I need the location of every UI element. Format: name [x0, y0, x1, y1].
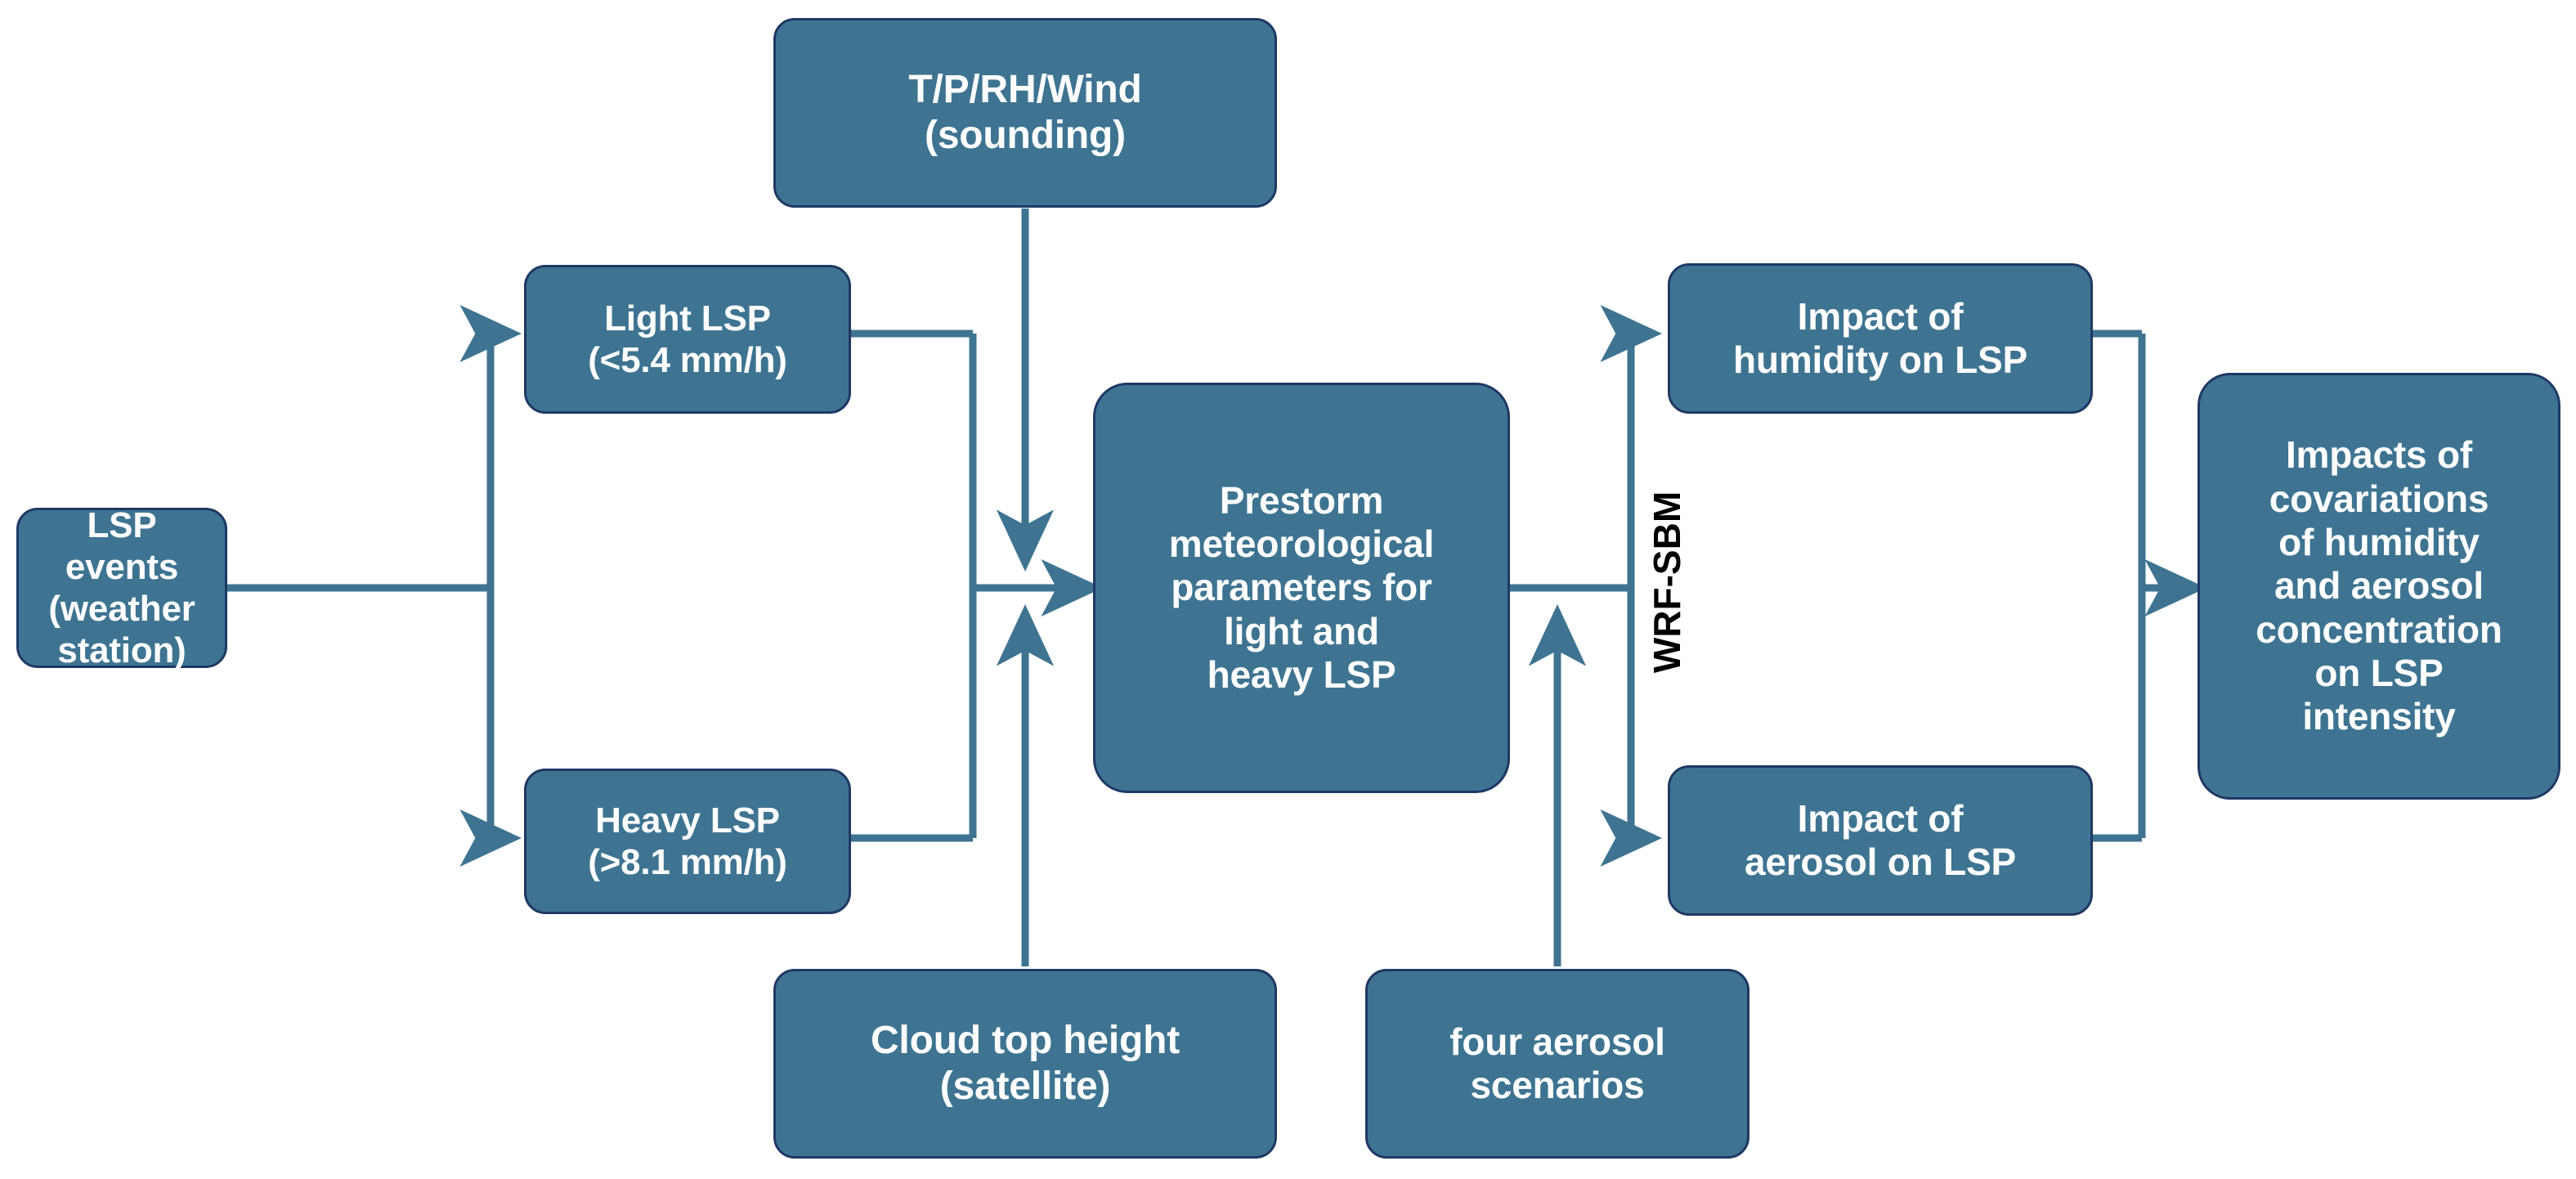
node-heavy-lsp-label: Heavy LSP (>8.1 mm/h)	[588, 800, 787, 882]
node-impacts-covariations[interactable]: Impacts of covariations of humidity and …	[2197, 373, 2560, 800]
node-cloud-top-height-label: Cloud top height (satellite)	[870, 1019, 1180, 1108]
edge-label-wrf-sbm-text: WRF-SBM	[1646, 491, 1689, 674]
node-four-aerosol-scenarios[interactable]: four aerosol scenarios	[1365, 969, 1749, 1159]
node-light-lsp[interactable]: Light LSP (<5.4 mm/h)	[524, 265, 851, 414]
node-lsp-events[interactable]: LSP events (weather station)	[16, 505, 227, 670]
node-sounding-label: T/P/RH/Wind (sounding)	[908, 68, 1142, 157]
node-prestorm-params[interactable]: Prestorm meteorological parameters for l…	[1093, 383, 1510, 793]
node-light-lsp-label: Light LSP (<5.4 mm/h)	[588, 298, 787, 380]
edge-label-wrf-sbm: WRF-SBM	[1645, 491, 1689, 673]
node-four-aerosol-scenarios-label: four aerosol scenarios	[1449, 1020, 1665, 1106]
node-impact-humidity-label: Impact of humidity on LSP	[1733, 294, 2027, 381]
node-impact-aerosol[interactable]: Impact of aerosol on LSP	[1668, 765, 2093, 916]
node-impacts-covariations-label: Impacts of covariations of humidity and …	[2256, 433, 2502, 738]
node-heavy-lsp[interactable]: Heavy LSP (>8.1 mm/h)	[524, 769, 851, 914]
node-cloud-top-height[interactable]: Cloud top height (satellite)	[773, 969, 1277, 1159]
node-impact-humidity[interactable]: Impact of humidity on LSP	[1668, 263, 2093, 414]
node-sounding[interactable]: T/P/RH/Wind (sounding)	[773, 18, 1277, 208]
node-lsp-events-label: LSP events (weather station)	[48, 504, 195, 671]
node-prestorm-params-label: Prestorm meteorological parameters for l…	[1168, 478, 1435, 697]
node-impact-aerosol-label: Impact of aerosol on LSP	[1744, 796, 2017, 883]
